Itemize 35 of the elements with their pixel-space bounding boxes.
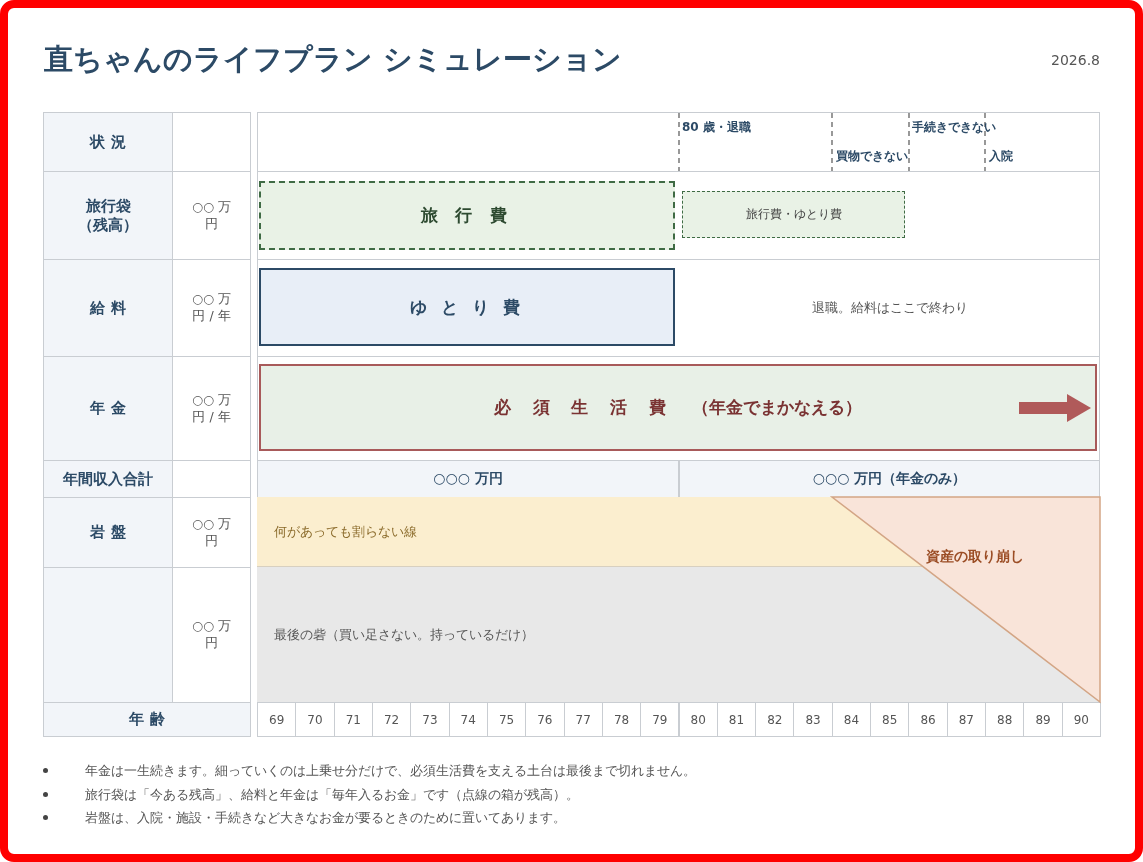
header-cell: 岩 盤 xyxy=(43,497,173,568)
band xyxy=(257,497,924,567)
header-cell: 状 況 xyxy=(43,112,173,172)
title: 直ちゃんのライフプラン シミュレーション xyxy=(44,41,623,78)
header-cell: 年 金 xyxy=(43,356,173,461)
table-cell: 90 xyxy=(1061,702,1101,737)
header-cell: 年間収入合計 xyxy=(43,460,173,498)
dashed-box xyxy=(259,181,675,250)
triangle-band xyxy=(832,497,1100,702)
note-text: 退職。給料はここで終わり xyxy=(811,299,968,317)
note-text: 岩盤は、入院・施設・手続きなど大きなお金が要るときのために置いてあります。 xyxy=(85,809,566,827)
date-label: 2026.8 xyxy=(1051,52,1100,68)
note-text: 旅行袋は「今ある残高」、給料と年金は「毎年入るお金」です（点線の箱が残高）。 xyxy=(85,786,579,804)
note-text: 年金は一生続きます。細っていくのは上乗せ分だけで、必須生活費を支える土台は最後まで切れません。 xyxy=(85,762,696,780)
header-cell: 給 料 xyxy=(43,259,173,357)
node-text: 必 須 生 活 費 xyxy=(493,396,675,419)
header-cell: 旅行袋（残高） xyxy=(43,171,173,260)
node-text: 最後の砦（買い足さない。持っているだけ） xyxy=(274,625,534,644)
header-cell: 年 齢 xyxy=(43,702,251,737)
node-text: 旅 行 費 xyxy=(420,204,514,227)
process-box xyxy=(259,268,675,346)
node-text: 何があっても割らない線 xyxy=(274,522,417,541)
node-text: （年金でまかなえる） xyxy=(692,396,863,419)
status-label: 80 歳・退職 xyxy=(682,119,751,136)
status-label: 買物できない xyxy=(836,148,908,165)
node-text: 旅行費・ゆとり費 xyxy=(745,206,842,223)
node-text: 資産の取り崩し xyxy=(926,548,1024,566)
dashed-box xyxy=(682,191,905,238)
table-cell: 79 xyxy=(640,702,680,737)
table-cell: ○○○ 万円 xyxy=(257,460,679,498)
process-box xyxy=(259,364,1097,451)
status-label: 入院 xyxy=(989,148,1013,165)
node-text: ゆ と り 費 xyxy=(410,295,524,319)
table-cell: ○○○ 万円（年金のみ） xyxy=(679,460,1100,498)
status-label: 手続きできない xyxy=(912,119,996,136)
